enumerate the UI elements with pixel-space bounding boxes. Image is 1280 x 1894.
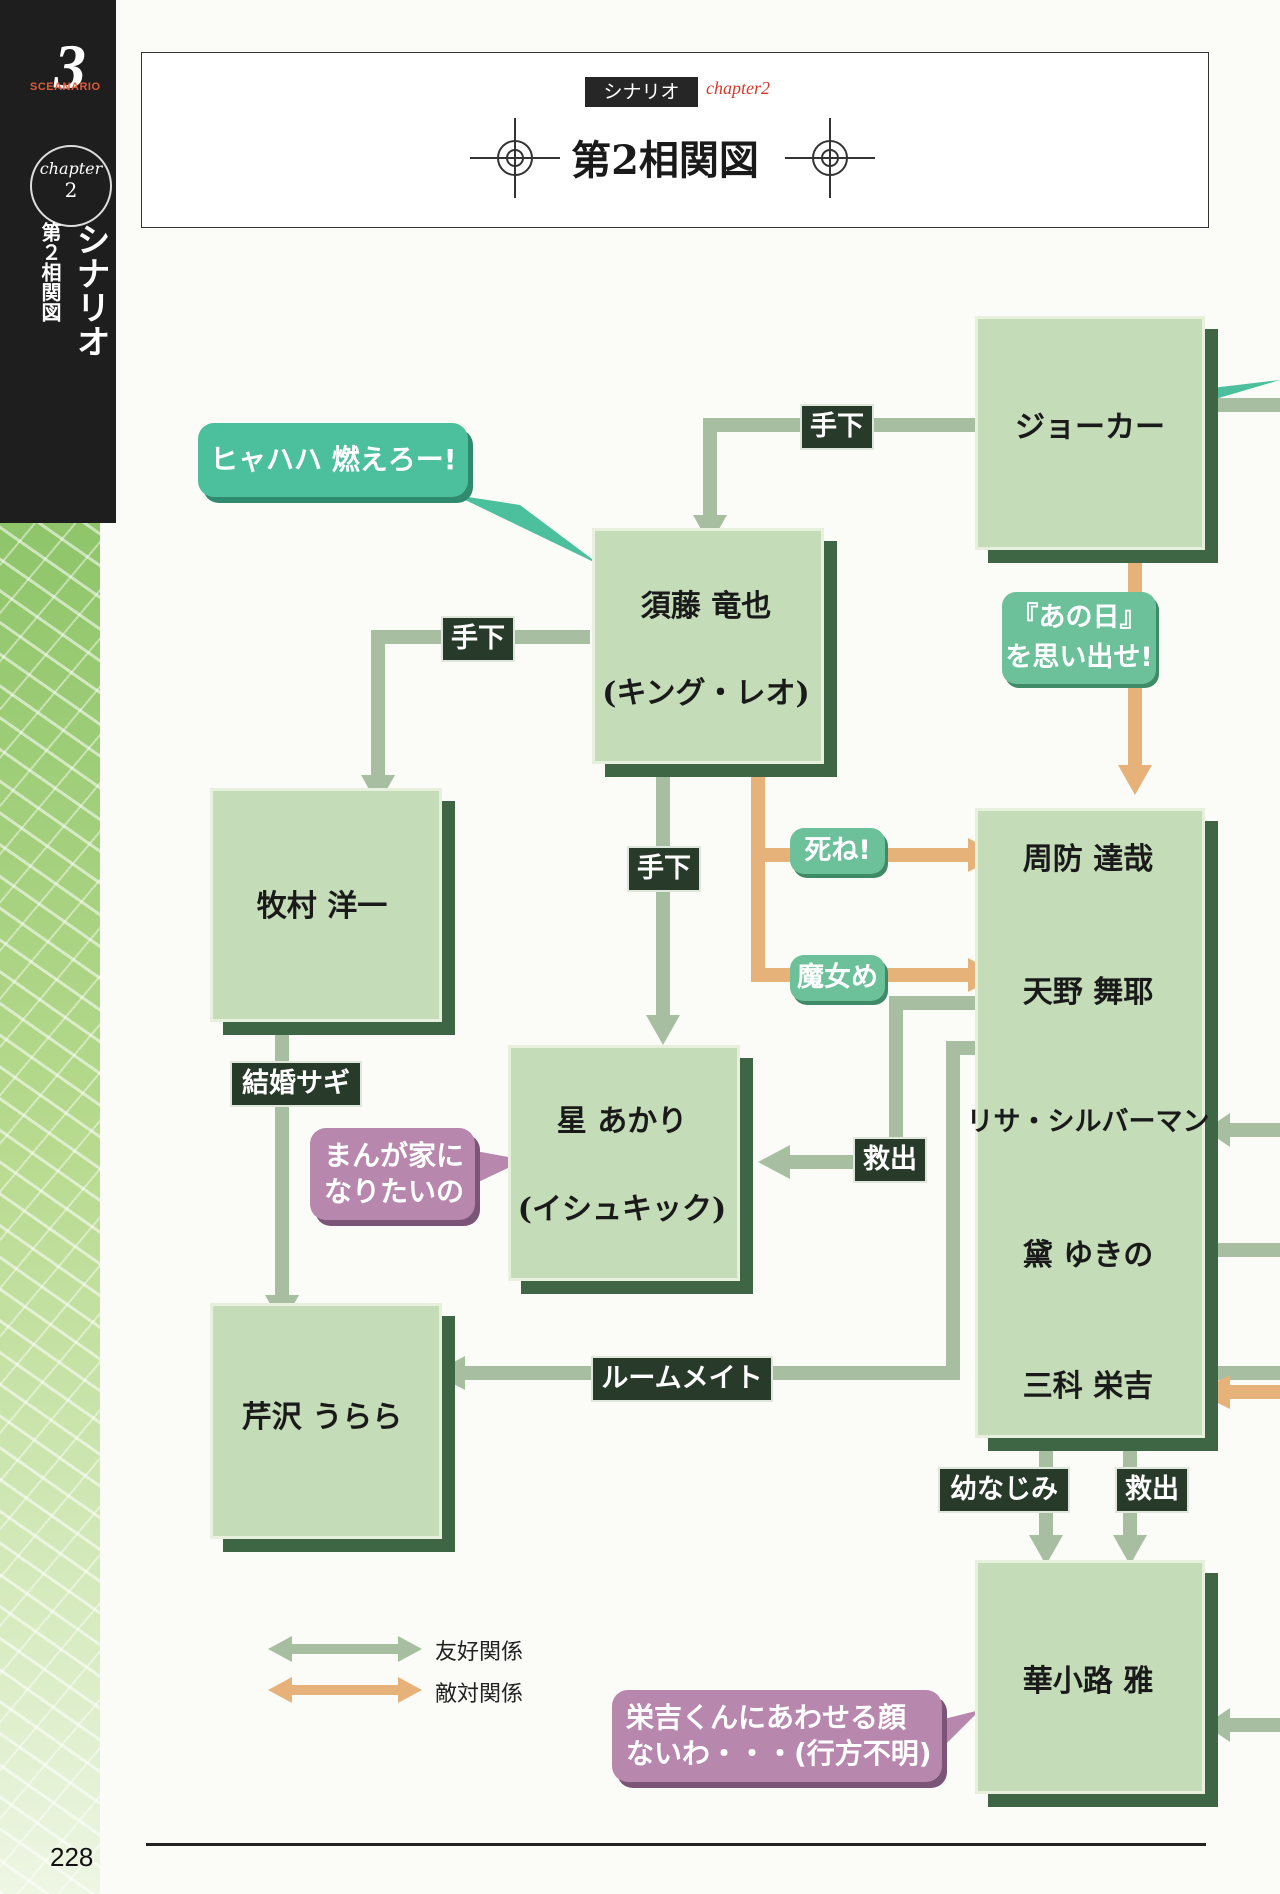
node-party	[975, 808, 1205, 1438]
node-hoshi	[508, 1045, 740, 1281]
bubble-tail	[455, 495, 600, 565]
node-sudo-name: 須藤 竜也	[640, 589, 772, 624]
party-member: 周防 達哉	[1022, 842, 1154, 877]
footer-rule	[146, 1843, 1206, 1846]
vertical-title: シナリオ	[70, 222, 110, 358]
speech-bubble-hanakouji: 栄吉くんにあわせる顔 ないわ・・・(行方不明)	[612, 1690, 942, 1782]
node-hoshi-alias: (イシュキック)	[517, 1192, 727, 1227]
hostile-label-witch: 魔女め	[790, 955, 885, 1001]
edge-label-party-serizawa: ルームメイト	[591, 1356, 773, 1402]
node-makimura	[210, 788, 442, 1022]
party-member: 三科 栄吉	[1022, 1369, 1154, 1404]
node-sudo	[592, 528, 824, 764]
edge-label-childhood-friends: 幼なじみ	[938, 1467, 1070, 1513]
category-label: シナリオ	[585, 77, 698, 107]
node-hanakouji	[975, 1560, 1205, 1794]
node-makimura-label: 牧村 洋一	[256, 889, 388, 924]
speech-bubble-sudo: ヒャハハ 燃えろー!	[198, 423, 468, 497]
chapter-badge: chapter 2	[30, 145, 112, 227]
node-serizawa	[210, 1303, 442, 1539]
legend-hostile-arrow	[268, 1677, 422, 1703]
node-sudo-alias: (キング・レオ)	[602, 676, 810, 711]
bubble-tail	[940, 1710, 980, 1750]
section-number: 3	[54, 31, 86, 102]
chapter-word: chapter	[39, 159, 103, 178]
party-member: リサ・シルバーマン	[966, 1106, 1210, 1138]
bubble-line: 栄吉くんにあわせる顔	[626, 1701, 907, 1734]
decorative-texture	[0, 523, 100, 1894]
bubble-tail	[1195, 380, 1280, 405]
edge-label-joker-sudo: 手下	[800, 404, 874, 450]
page-number: 228	[50, 1842, 94, 1872]
crosshair-icon	[785, 118, 875, 198]
node-hoshi-name: 星 あかり	[556, 1104, 688, 1139]
legend-hostile-label: 敵対関係	[435, 1682, 524, 1707]
node-joker-label: ジョーカー	[1015, 410, 1165, 445]
edge-label-sudo-makimura: 手下	[441, 616, 515, 662]
party-member: 天野 舞耶	[1022, 975, 1154, 1010]
party-member: 黛 ゆきの	[1022, 1238, 1154, 1273]
sidebar: 3 SCEANARIO chapter 2 シナリオ 第２相関図	[0, 0, 116, 523]
node-joker	[975, 316, 1205, 550]
edge-label-party-hoshi: 救出	[853, 1137, 927, 1183]
crosshair-icon	[470, 118, 560, 198]
hostile-label-remember: 『あの日』を思い出せ!	[1002, 592, 1156, 684]
bubble-line: なりたいの	[324, 1175, 465, 1208]
section-tag: SCEANARIO	[30, 81, 101, 93]
bubble-line: ないわ・・・(行方不明)	[626, 1737, 932, 1770]
vertical-subtitle: 第２相関図	[38, 222, 62, 322]
legend-friendly-label: 友好関係	[435, 1640, 524, 1665]
speech-bubble-hoshi: まんが家に なりたいの	[310, 1128, 475, 1220]
edge-label-sudo-hoshi: 手下	[627, 846, 701, 892]
node-serizawa-label: 芹沢 うらら	[241, 1400, 403, 1435]
page-title: 第2相関図	[571, 137, 759, 184]
edge-label-makimura-serizawa: 結婚サギ	[230, 1061, 362, 1107]
hostile-label-die: 死ね!	[790, 828, 885, 874]
node-hanakouji-label: 華小路 雅	[1022, 1664, 1154, 1699]
chapter-tag: chapter2	[706, 78, 770, 98]
edge-label-rescue: 救出	[1115, 1467, 1189, 1513]
bubble-line: まんが家に	[324, 1139, 465, 1172]
chapter-number: 2	[64, 178, 78, 202]
legend-friendly-arrow	[268, 1636, 422, 1662]
